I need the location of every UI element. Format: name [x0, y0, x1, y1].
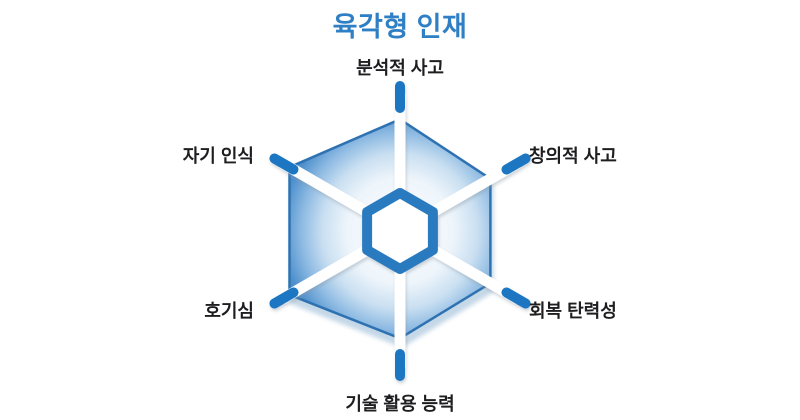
axis-label-curiosity: 호기심 — [204, 301, 254, 321]
axis-tip-5 — [269, 153, 299, 175]
center-hexagon — [362, 188, 438, 274]
chart-title: 육각형 인재 — [332, 12, 468, 42]
axis-tip-4 — [269, 287, 299, 309]
axis-label-tech-skills: 기술 활용 능력 — [345, 394, 455, 414]
axis-tip-2 — [501, 287, 531, 309]
axis-label-self-awareness: 자기 인식 — [182, 146, 254, 166]
axis-label-analytical-thinking: 분석적 사고 — [356, 58, 444, 78]
axis-label-creative-thinking: 창의적 사고 — [529, 146, 617, 166]
axis-tip-1 — [501, 153, 531, 175]
axis-label-resilience: 회복 탄력성 — [529, 301, 617, 321]
